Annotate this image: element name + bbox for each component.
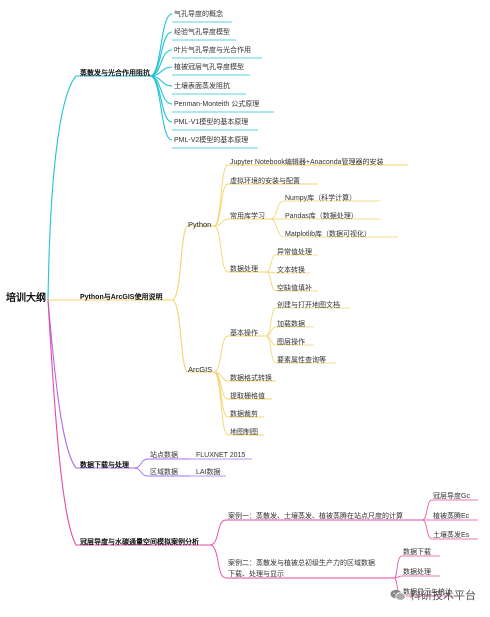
category-data-download: 数据下载与处理 — [80, 462, 129, 469]
wechat-icon — [390, 589, 406, 601]
cat1-item-6: Penman-Monteith 公式原理 — [174, 101, 260, 108]
lib-matplotlib: Matplotlib库（数据可视化） — [285, 231, 371, 238]
case2-download: 数据下载 — [403, 549, 431, 556]
cat1-item-4: 植被冠层气孔导度模型 — [174, 64, 244, 71]
lib-numpy: Numpy库（科学计算） — [285, 195, 357, 202]
region-data-node: 区域数据 — [150, 469, 178, 476]
case1-gc: 冠层导度Gc — [433, 493, 470, 500]
case2-display: 数据显示与统计 — [403, 589, 452, 596]
case2-processing: 数据处理 — [403, 569, 431, 576]
arcgis-node: ArcGIS — [188, 365, 213, 374]
watermark: 科研技术平台 — [390, 587, 476, 603]
arcgis-mapping: 地图制图 — [230, 429, 258, 436]
category-python-arcgis: Python与ArcGIS使用说明 — [80, 294, 163, 301]
site-data-node: 站点数据 — [150, 452, 178, 459]
category-case-analysis: 冠层导度与水碳通量空间模拟案例分析 — [80, 539, 199, 546]
root-node: 培训大纲 — [6, 293, 46, 304]
basic-op-load-data: 加载数据 — [277, 321, 305, 328]
arcgis-extract-raster: 提取栅格值 — [230, 393, 265, 400]
cat4-edges — [47, 299, 478, 597]
watermark-text: 科研技术平台 — [410, 590, 476, 602]
case1-es: 土壤蒸发Es — [433, 532, 470, 539]
cat1-item-3: 叶片气孔导度与光合作用 — [174, 47, 251, 54]
cat1-item-1: 气孔导度的概念 — [174, 11, 223, 18]
site-data-fluxnet: FLUXNET 2015 — [196, 452, 246, 459]
basic-ops-node: 基本操作 — [230, 330, 258, 337]
cat1-item-5: 土壤表面蒸发阻抗 — [174, 83, 230, 90]
cat3-edges — [47, 299, 252, 477]
category-evapotranspiration: 蒸散发与光合作用阻抗 — [80, 70, 150, 77]
cat1-item-2: 经验气孔导度模型 — [174, 29, 230, 36]
common-libs-node: 常用库学习 — [230, 213, 265, 220]
case2-node-line2: 下载、处理与显示 — [228, 571, 284, 578]
cat1-item-8: PML-V2模型的基本原理 — [174, 137, 249, 144]
dp-text-conversion: 文本转换 — [277, 267, 305, 274]
cat1-item-7: PML-V1模型的基本原理 — [174, 119, 249, 126]
lib-pandas: Pandas库（数据处理） — [285, 213, 358, 220]
case1-ec: 植被蒸腾Ec — [433, 513, 470, 520]
basic-op-attribute-query: 要素属性查询等 — [277, 357, 326, 364]
region-data-lai: LAI数据 — [196, 469, 221, 476]
data-processing-node: 数据处理 — [230, 266, 258, 273]
arcgis-clip: 数据裁剪 — [230, 411, 258, 418]
case2-node-line1: 案例二：蒸散发与植被总初级生产力的区域数据 — [228, 560, 375, 567]
cat2-edges — [48, 164, 408, 436]
basic-op-open-map: 创建与打开地图文档 — [277, 302, 340, 309]
dp-fill-missing: 空缺值填补 — [277, 285, 312, 292]
dp-outliers: 异常值处理 — [277, 249, 312, 256]
basic-op-layers: 图层操作 — [277, 339, 305, 346]
python-node: Python — [188, 220, 212, 229]
cat1-edges — [47, 13, 274, 301]
python-item-jupyter: Jupyter Notebook编辑器+Anaconda管理器的安装 — [230, 159, 384, 166]
case1-node: 案例一：蒸散发、土壤蒸发、植被蒸腾在站点尺度的计算 — [228, 513, 403, 520]
arcgis-format-conversion: 数据格式转换 — [230, 375, 272, 382]
python-item-venv: 虚拟环境的安装与配置 — [230, 178, 300, 185]
